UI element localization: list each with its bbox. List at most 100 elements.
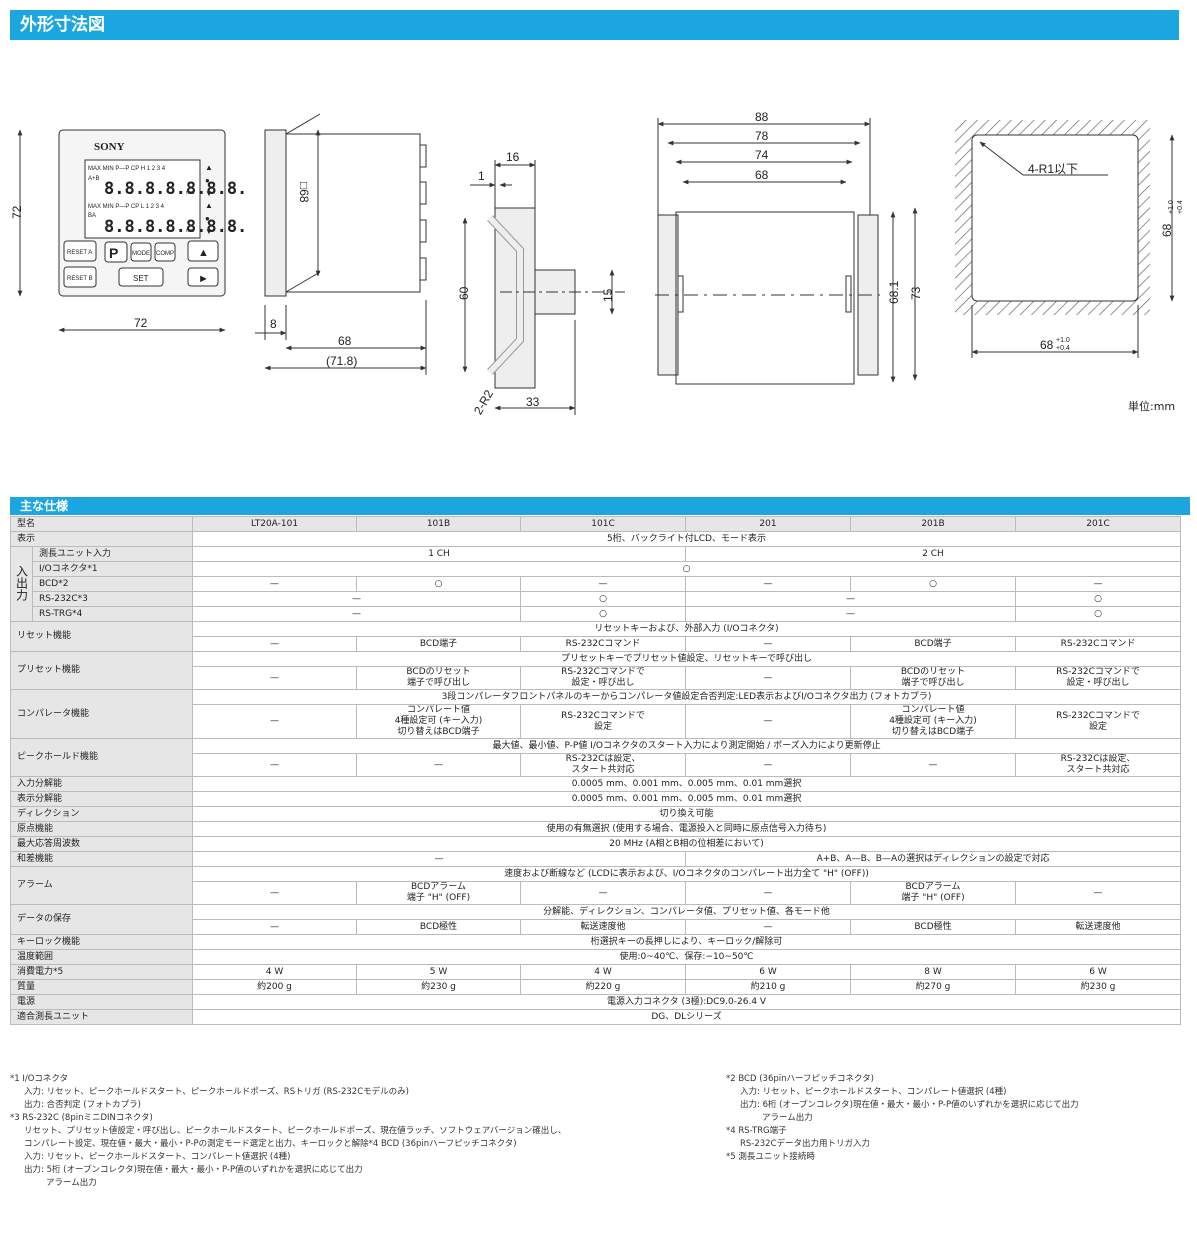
note-line: *5 測長ユニット接続時 [726,1152,815,1162]
table-row: 和差機能 — A+B、A—B、B—Aの選択はディレクションの設定で対応 [9,851,1182,867]
table-row: 原点機能 使用の有無選択 (使用する場合、電源投入と同時に原点信号入力待ち) [9,821,1182,837]
front-buttons [63,240,219,288]
table-row: アラーム 速度および断線など (LCDに表示および、I/Oコネクタのコンパレート… [9,866,1182,905]
footnotes-right: *2 BCD (36pinハーフピッチコネクタ) 入力: リセット、ピークホール… [726,1073,1079,1164]
dim-68-tol-h: 68 [1040,338,1054,352]
dim-15: 15 [601,288,615,302]
table-row: I/Oコネクタ*1 ○ [11,561,1182,577]
table-row: BCD*2 — ○ — — ○ — [11,576,1182,592]
lcd-ch-b: BA [88,213,96,219]
lcd-header-a: MAX MIN P—P CP H 1 2 3 4 [88,166,166,172]
table-row: 電源 電源入力コネクタ (3極):DC9.0-26.4 V [9,994,1182,1010]
unit-label: 単位:mm [1128,400,1176,413]
bracket-plate [494,207,536,389]
btn-set: SET [133,274,149,283]
ind-down-icon: ▼ [205,189,213,198]
dim-8: 8 [270,317,277,331]
dimension-lines [17,118,1175,415]
btn-p: P [109,245,118,261]
btn-reset-a: RESET A [67,250,92,256]
dim-68-tol-v: 68 [1160,223,1174,237]
lcd-digits-b: 8.8.8.8.8.8.8. [104,217,247,237]
spec-table: 型名 LT20A-101 101B 101C 201 201B 201C 表示 … [9,516,1182,1025]
ind-down-icon-b: ▼ [205,227,213,236]
lcd-mm-a: mm [186,190,194,196]
dim-68-side: 68 [338,334,352,348]
tol-up-v: +1.0 [1168,200,1175,214]
note-line: 入力: リセット、ピークホールドスタート、コンパレート値選択 (4種) [740,1087,1007,1097]
dim-78: 78 [755,129,769,143]
note-line: *3 RS-232C (8pinミニDINコネクタ) [10,1113,153,1123]
tol-dn-v: +0.4 [1177,200,1184,214]
panel-frame [675,211,855,385]
note-line: 出力: 合否判定 (フォトカプラ) [24,1100,141,1110]
btn-up-icon: ▲ [198,247,209,259]
ind-dot-icon-b: ● [205,214,210,223]
ind-dot-icon: ● [205,176,210,185]
table-row: プリセット機能 プリセットキーでプリセット値設定、リセットキーで呼び出し [9,651,1182,690]
dim-2r2: 2-R2 [471,387,496,417]
dim-4r1: 4-R1以下 [1028,162,1078,176]
table-row: 入出力 測長ユニット入力 1 CH 2 CH [10,546,1182,622]
btn-reset-b: RESET B [67,276,93,282]
model-col: 201C [1015,516,1182,532]
note-line: リセット、プリセット値設定・呼び出し、ピークホールドスタート、ピークホールドポー… [24,1126,567,1136]
dim-1: 1 [478,169,485,183]
table-row: RS-TRG*4 — ○ — ○ [11,606,1182,622]
table-row: 消費電力*5 4 W 5 W 4 W 6 W 8 W 6 W [9,964,1182,980]
btn-comp: COMP [156,251,174,257]
table-row: — BCD端子 RS-232Cコマンド — BCD端子 RS-232Cコマンド [11,636,1182,652]
tol-up-h: +1.0 [1056,337,1070,344]
note-line: アラーム出力 [46,1178,97,1188]
table-row: 適合測長ユニット DG、DLシリーズ [9,1009,1182,1025]
dim-71-8: (71.8) [326,354,357,368]
section-title: 外形寸法図 [10,10,1179,40]
table-row: ピークホールド機能 最大値、最小値、P-P値 I/Oコネクタのスタート入力により… [9,738,1182,777]
table-row: — BCDアラーム端子 "H" (OFF) — — BCDアラーム端子 "H" … [11,881,1182,905]
dim-33: 33 [526,395,540,409]
dim-72-h: 72 [10,205,24,219]
table-row: 表示分解能 0.0005 mm、0.001 mm、0.005 mm、0.01 m… [9,791,1182,807]
table-row: 質量 約200 g 約230 g 約220 g 約210 g 約270 g 約2… [9,979,1182,995]
dim-88: 88 [755,110,769,124]
lcd-digits-a: 8.8.8.8.8.8.8. [104,179,247,199]
lcd-window [84,159,201,239]
tol-dn-h: +0.4 [1056,345,1070,352]
panel-cutout [971,134,1139,302]
model-col: LT20A-101 [192,516,358,532]
model-col: 101B [356,516,522,532]
table-row: 温度範囲 使用:0~40℃、保存:−10~50℃ [9,949,1182,965]
io-group-label: 入出力 [10,546,33,622]
lcd-mm-b: mm [186,228,194,234]
side-body [285,133,421,293]
note-line: アラーム出力 [762,1113,813,1123]
dim-60: 60 [457,286,471,300]
dim-16: 16 [506,150,520,164]
note-line: コンパレート設定、現在値・最大・最小・P-Pの測定モード選定と出力、キーロックと… [24,1139,517,1149]
note-line: 入力: リセット、ピークホールドスタート、コンパレート値選択 (4種) [24,1152,291,1162]
table-row: データの保存 分解能、ディレクション、コンパレータ値、プリセット値、各モード他 [9,904,1182,935]
note-line: RS-232Cデータ出力用トリガ入力 [740,1139,871,1149]
table-row: 入力分解能 0.0005 mm、0.001 mm、0.005 mm、0.01 m… [9,776,1182,792]
side-bezel [264,129,287,297]
ind-up-icon: ▲ [205,163,213,172]
table-row: 表示 5桁、バックライト付LCD、モード表示 [9,531,1182,547]
dim-72-w: 72 [134,316,148,330]
note-line: *1 I/Oコネクタ [10,1074,69,1084]
brand-logo: SONY [94,141,125,153]
table-row: コンパレータ機能 3段コンパレータフロントパネルのキーからコンパレータ値設定合否… [9,689,1182,739]
ind-up-icon-b: ▲ [205,201,213,210]
note-line: 出力: 5桁 (オープンコレクタ)現在値・最大・最小・P-P値のいずれかを選択に… [24,1165,363,1175]
lcd-header-b: MAX MIN P—P CP L 1 2 3 4 [88,204,165,210]
model-col: 201 [685,516,852,532]
table-row: RS-232C*3 — ○ — ○ [11,591,1182,607]
table-row: ディレクション 切り換え可能 [9,806,1182,822]
dimension-drawing: SONY MAX MIN P—P CP H 1 2 3 4 MAX MIN P—… [10,110,1184,417]
table-row: キーロック機能 桁選択キーの長押しにより、キーロック/解除可 [9,934,1182,950]
dim-68-panel: 68 [755,168,769,182]
model-col: 201B [850,516,1017,532]
spec-title: 主な仕様 [10,497,1190,515]
lcd-ch-a: A+B [88,176,100,182]
footnotes-left: *1 I/Oコネクタ 入力: リセット、ピークホールドスタート、ピークホールドポ… [10,1073,566,1190]
dim-74: 74 [755,148,769,162]
